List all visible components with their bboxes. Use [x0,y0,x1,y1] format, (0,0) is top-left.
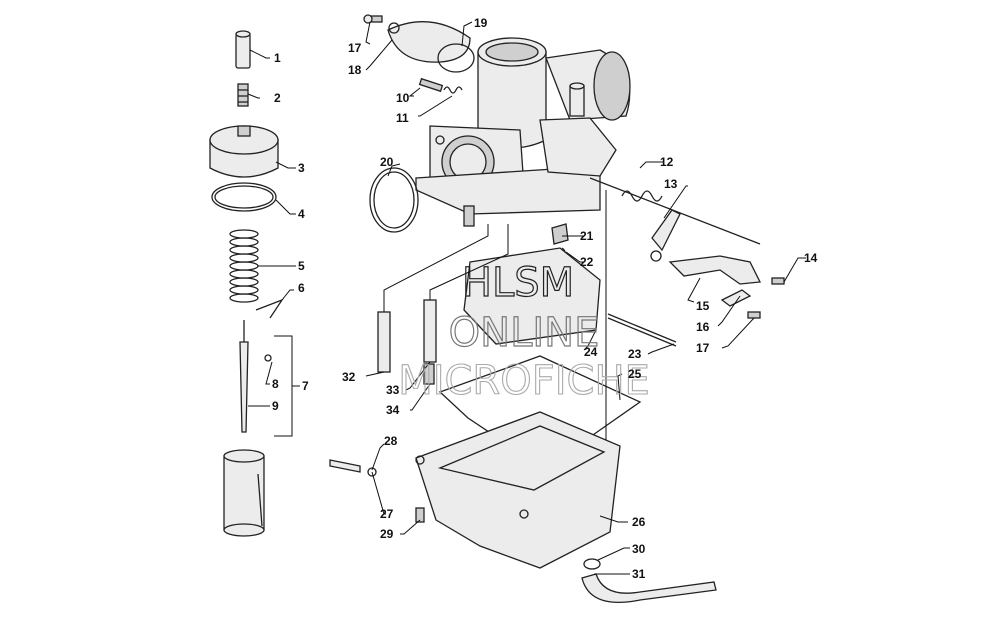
callout-32: 32 [342,370,356,384]
part-12-spring [621,190,663,202]
callout-29: 29 [380,527,394,541]
watermark: HLSM ONLINE MICROFICHE [398,259,651,404]
part-14-screw [771,277,785,285]
callout-7: 7 [302,379,309,393]
callout-22: 22 [580,255,594,269]
part-15-throttle-arm [668,255,762,285]
callout-18: 18 [348,63,362,77]
part-23-pin [607,313,677,347]
callout-2: 2 [274,91,281,105]
callout-3: 3 [298,161,305,175]
part-5-spring [229,229,259,303]
callout-9: 9 [272,399,279,413]
callout-33: 33 [386,383,400,397]
part-13-lever [650,209,681,262]
callout-34: 34 [386,403,400,417]
part-2-adjuster [237,83,249,107]
part-18-cover-plate [387,21,471,63]
callout-28: 28 [384,434,398,448]
watermark-line1: HLSM [462,260,574,306]
callout-21: 21 [580,229,594,243]
part-9-jet-needle [239,341,272,433]
callout-23: 23 [628,347,642,361]
part-31-drain-hose [581,573,717,604]
callout-5: 5 [298,259,305,273]
part-17-screw-right [747,311,761,319]
part-4-o-ring [211,182,277,212]
callout-24: 24 [584,345,598,359]
part-26-float-bowl [415,411,621,569]
callout-11: 11 [396,111,409,125]
callout-1: 1 [274,51,281,65]
part-6-clip [255,298,284,319]
callout-10: 10 [396,91,410,105]
callout-25: 25 [628,367,642,381]
carburetor-body [415,37,631,227]
part-20-o-ring [369,167,419,233]
part-33-needle-jet [423,299,437,363]
part-28-mixture-screw [329,459,377,477]
callout-15: 15 [696,299,710,313]
callout-4: 4 [298,207,305,221]
callout-8: 8 [272,377,279,391]
part-32-main-jet [377,311,391,373]
part-16-washer [720,289,752,307]
part-1-cap [235,30,251,69]
callout-27: 27 [380,507,394,521]
callout-17-top: 17 [348,41,362,55]
part-21-needle-valve [551,223,569,245]
callout-14: 14 [804,251,818,265]
leader-lines [247,21,806,575]
callout-13: 13 [664,177,678,191]
callout-6: 6 [298,281,305,295]
throttle-slide [223,449,265,537]
watermark-line3: MICROFICHE [398,358,650,404]
callout-12: 12 [660,155,674,169]
part-17-screw-top [363,14,383,24]
callout-labels: 1 2 3 4 5 6 7 8 9 10 11 12 13 14 15 16 1… [272,16,818,581]
callout-16: 16 [696,320,710,334]
callout-17-right: 17 [696,341,710,355]
callout-26: 26 [632,515,646,529]
callout-19: 19 [474,16,488,30]
part-10-screw [418,77,444,93]
watermark-line2: ONLINE [449,310,600,356]
callout-31: 31 [632,567,646,581]
part-30-clamp [583,558,601,570]
part-19-gasket [437,43,475,73]
part-3-top-cap [209,125,279,178]
part-29-screw [415,507,425,523]
callout-30: 30 [632,542,646,556]
part-11-spring [443,86,463,94]
callout-20: 20 [380,155,394,169]
